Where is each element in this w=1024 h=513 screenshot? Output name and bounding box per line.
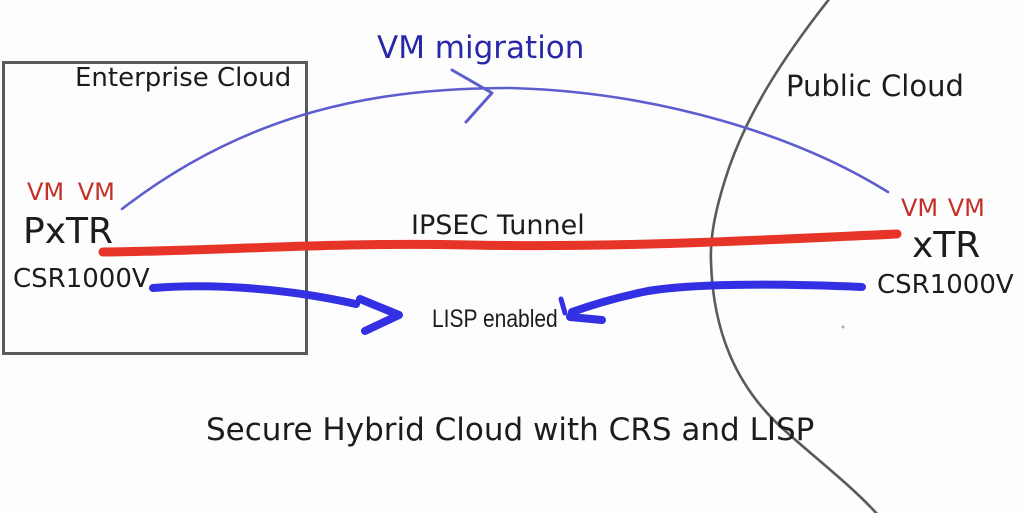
enterprise-vms-label: VM VM: [27, 178, 115, 206]
lisp-arrow-right-head-icon: [566, 313, 606, 324]
public-cloud-label: Public Cloud: [786, 69, 964, 103]
enterprise-router-role-label: PxTR: [23, 211, 114, 252]
lisp-arrow-right-tick-icon: [558, 296, 568, 316]
public-cloud-circle-arc: [709, 0, 878, 513]
lisp-arrow-right-shaft: [568, 280, 866, 316]
enterprise-router-model-label: CSR1000V: [13, 264, 150, 294]
speck-dot: [841, 325, 845, 329]
enterprise-cloud-label: Enterprise Cloud: [75, 63, 292, 93]
enterprise-cloud-box: [2, 61, 308, 355]
vm-migration-arrowhead-icon: [450, 68, 494, 124]
vm-migration-curve: [120, 86, 890, 211]
lisp-arrow-left-head-icon: [356, 295, 403, 335]
lisp-enabled-label: LISP enabled: [432, 305, 558, 333]
vm-migration-label: VM migration: [377, 30, 585, 66]
lisp-arrow-left-shaft: [149, 282, 360, 308]
ipsec-tunnel-label: IPSEC Tunnel: [411, 210, 585, 241]
ipsec-tunnel-line: [98, 229, 902, 257]
public-router-role-label: xTR: [912, 225, 981, 266]
diagram-caption: Secure Hybrid Cloud with CRS and LISP: [206, 412, 815, 448]
public-router-model-label: CSR1000V: [877, 270, 1014, 300]
public-vms-label: VM VM: [901, 194, 985, 222]
